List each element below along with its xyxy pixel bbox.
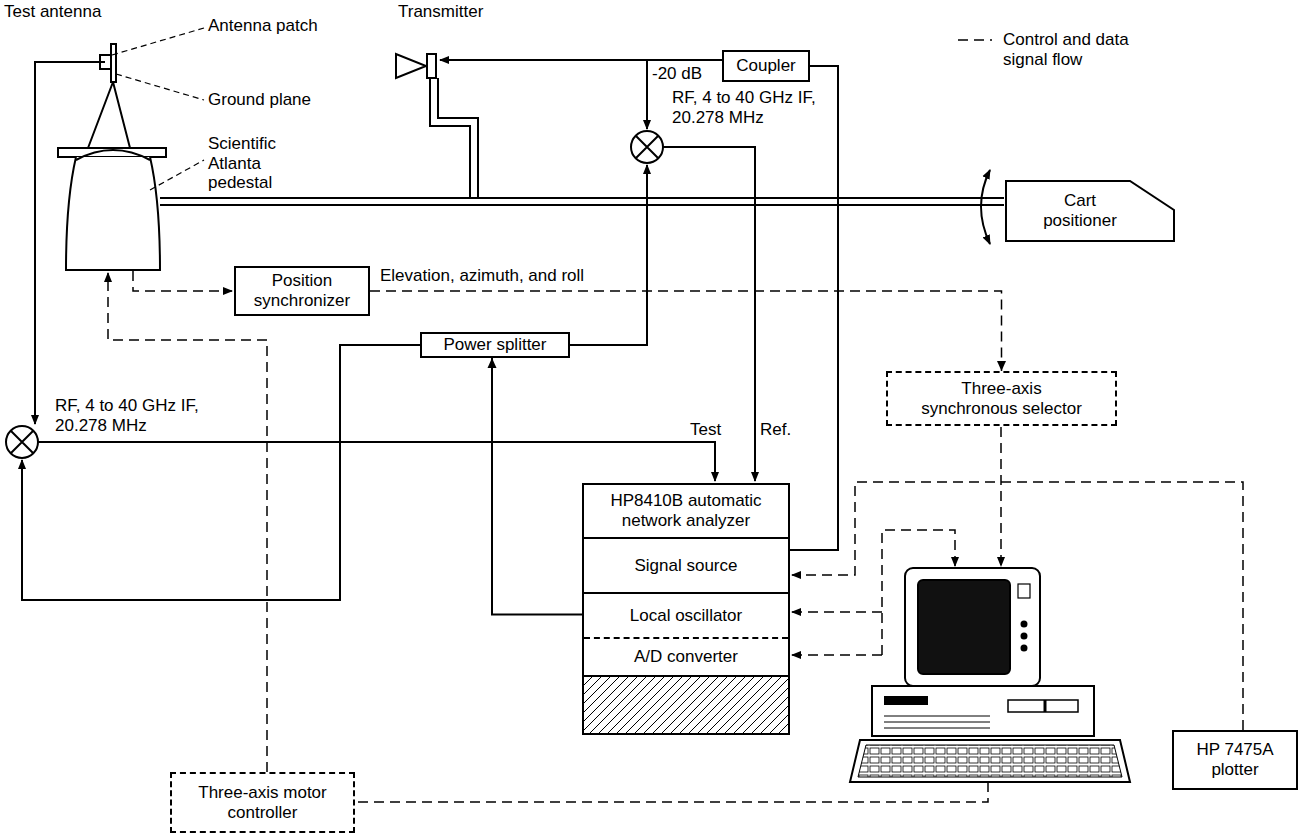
drawing-stroke [1018, 584, 1030, 598]
drawing-stroke [905, 568, 1040, 686]
drawing-stroke [1000, 427, 1002, 566]
drawing-stroke [636, 136, 658, 158]
drawing-stroke [570, 165, 647, 345]
analyzer-box: HP8410B automatic network analyzerSignal… [582, 483, 790, 735]
text-label: Ground plane [208, 90, 311, 110]
positioner-shape: Cart positioner [1005, 180, 1175, 242]
control-box: Three-axis synchronous selector [886, 371, 1117, 426]
drawing-stroke [427, 54, 436, 78]
node-text: Position synchronizer [242, 271, 362, 310]
node-text: Local oscillator [630, 606, 742, 626]
node-text: Three-axis motor controller [193, 783, 333, 822]
node-text: Three-axis synchronous selector [914, 379, 1089, 418]
drawing-stroke [440, 59, 722, 61]
drawing-stroke [631, 131, 663, 163]
drawing-stroke [918, 580, 1010, 674]
drawing-stroke [88, 82, 130, 148]
drawing-stroke [112, 28, 204, 190]
drawing-stroke [160, 198, 1004, 205]
analyzer-section: Local oscillator [584, 592, 788, 637]
drawing-stroke [492, 358, 584, 615]
drawing-stroke [357, 782, 988, 802]
drawing-stroke [850, 740, 1130, 782]
analyzer-section: A/D converter [584, 637, 788, 677]
drawing-stroke [584, 675, 788, 733]
text-label: Ref. [760, 420, 791, 440]
text-label: RF, 4 to 40 GHz IF, 20.278 MHz [55, 396, 200, 435]
drawing-stroke [430, 78, 478, 198]
drawing-stroke [1022, 646, 1027, 651]
legend-line-sample [958, 30, 994, 50]
text-label: -20 dB [652, 64, 702, 84]
process-box: Coupler [722, 50, 810, 82]
drawing-stroke [6, 426, 38, 458]
drawing-stroke [1022, 634, 1027, 639]
legend-text: Control and data signal flow [1003, 30, 1153, 69]
control-box: Three-axis motor controller [170, 772, 355, 833]
drawing-stroke [858, 745, 1122, 777]
drawing-stroke [1008, 700, 1078, 712]
node-text: Coupler [736, 56, 796, 76]
drawing-stroke [872, 686, 1094, 736]
drawing-stroke [1006, 181, 1174, 241]
node-text: Signal source [634, 556, 737, 576]
drawing-stroke [488, 358, 497, 368]
drawing-stroke [22, 345, 420, 600]
legend-entry: Control and data signal flow [958, 30, 1153, 69]
drawing-stroke [792, 611, 882, 613]
drawing-stroke [108, 273, 267, 772]
process-box: Position synchronizer [234, 266, 370, 316]
drawing-stroke [6, 28, 1243, 802]
drawing-stroke [958, 39, 992, 41]
edge-label: Elevation, azimuth, and roll [378, 266, 586, 286]
connector [370, 291, 1006, 371]
text-label: Transmitter [398, 2, 483, 22]
drawing-stroke [38, 442, 715, 481]
drawing-stroke [66, 157, 160, 270]
drawing-stroke [133, 271, 232, 291]
node-text: Power splitter [444, 335, 547, 355]
analyzer-section: Signal source [584, 537, 788, 592]
drawing-stroke [108, 271, 1243, 802]
drawing-stroke [663, 147, 755, 481]
drawing-stroke [981, 170, 990, 244]
drawing-stroke [370, 291, 1002, 371]
text-label: Test [690, 420, 721, 440]
plotter-box: HP 7475A plotter [1172, 730, 1298, 790]
drawing-stroke [792, 654, 882, 656]
text-label: Scientific Atlanta pedestal [208, 134, 308, 193]
drawing-stroke [1022, 622, 1027, 627]
text-label: Test antenna [4, 2, 101, 22]
drawing-stroke [1044, 700, 1047, 712]
drawing-stroke [884, 696, 928, 705]
drawing-stroke [11, 431, 33, 453]
process-box: Power splitter [420, 332, 570, 358]
node-text: Cart positioner [1025, 191, 1135, 230]
drawing-stroke [35, 62, 105, 424]
drawing-stroke [76, 150, 150, 160]
drawing-stroke [396, 54, 426, 78]
connector [488, 358, 585, 615]
node-text: A/D converter [634, 647, 738, 667]
drawing-stroke [788, 66, 838, 550]
node-text: HP 7475A plotter [1185, 740, 1285, 779]
drawing-stroke [997, 361, 1006, 371]
text-label: Antenna patch [208, 16, 318, 36]
text-label: RF, 4 to 40 GHz IF, 20.278 MHz [672, 88, 817, 127]
node-text: HP8410B automatic network analyzer [596, 491, 776, 530]
drawing-stroke [646, 60, 648, 129]
connector [788, 66, 838, 550]
drawing-stroke [884, 716, 990, 728]
